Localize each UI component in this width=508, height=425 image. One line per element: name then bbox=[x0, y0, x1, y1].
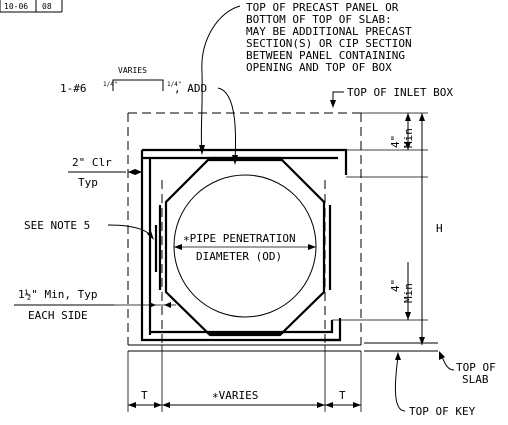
top-of-slab-line-1: TOP OF bbox=[456, 361, 496, 374]
rebar-shape bbox=[112, 79, 164, 91]
top-of-slab-line-2: SLAB bbox=[462, 373, 489, 386]
see-note-label: SEE NOTE 5 bbox=[24, 219, 90, 232]
top-of-inlet-box-note: TOP OF INLET BOX bbox=[330, 86, 453, 108]
dim-top-min-value: 4" bbox=[389, 135, 402, 148]
clear-note-line-2: Typ bbox=[78, 176, 98, 189]
dim-bottom-right: T bbox=[339, 389, 346, 402]
rebar-dim-right: 1/4" bbox=[167, 81, 181, 88]
top-note-line-1: TOP OF PRECAST PANEL OR bbox=[246, 1, 399, 14]
dim-top-min-label: Min bbox=[402, 128, 415, 148]
min-note-line-2: EACH SIDE bbox=[28, 309, 88, 322]
min-note-line-1: 1½" Min, Typ bbox=[18, 288, 97, 301]
clear-note: 2" Clr Typ bbox=[68, 156, 142, 189]
pipe-label-line-2: DIAMETER (OD) bbox=[196, 250, 282, 263]
top-of-key-label: TOP OF KEY bbox=[409, 405, 476, 418]
dim-bottom-left: T bbox=[141, 389, 148, 402]
min-note: 1½" Min, Typ EACH SIDE bbox=[14, 288, 176, 322]
dim-bot-min-label: Min bbox=[402, 283, 415, 303]
inlet-box-outline bbox=[127, 112, 362, 345]
top-of-slab-note: TOP OF SLAB bbox=[439, 351, 496, 386]
top-note-line-6: OPENING AND TOP OF BOX bbox=[246, 61, 392, 74]
right-dimensions: 4" Min H 4" Min bbox=[332, 112, 443, 345]
dim-bot-min-value: 4" bbox=[389, 279, 402, 292]
top-note-line-5: BETWEEN PANEL CONTAINING bbox=[246, 49, 405, 62]
clear-note-line-1: 2" Clr bbox=[72, 156, 112, 169]
rebar-leader bbox=[217, 87, 237, 163]
dim-bottom-middle: ∗VARIES bbox=[212, 389, 258, 402]
rebar-suffix: , ADD bbox=[174, 82, 207, 95]
top-note-leader bbox=[200, 5, 241, 153]
slab-lines bbox=[128, 342, 438, 352]
rebar-frame bbox=[140, 148, 348, 342]
table-cell-a: 10-06 bbox=[4, 2, 28, 11]
bottom-dimensions: T ∗VARIES T bbox=[127, 345, 362, 412]
top-note: TOP OF PRECAST PANEL OR BOTTOM OF TOP OF… bbox=[199, 1, 412, 155]
rebar-varies: VARIES bbox=[118, 66, 147, 75]
dim-height-label: H bbox=[436, 222, 443, 235]
rebar-dim-left: 1/4" bbox=[103, 81, 117, 88]
top-of-inlet-box-label: TOP OF INLET BOX bbox=[347, 86, 453, 99]
pipe-label-line-1: ∗PIPE PENETRATION bbox=[183, 232, 296, 245]
pipe-penetration-circle bbox=[173, 174, 317, 318]
octagon-opening bbox=[154, 156, 332, 337]
pipe-diameter-dimension: ∗PIPE PENETRATION DIAMETER (OD) bbox=[174, 232, 316, 263]
top-note-line-4: SECTION(S) OR CIP SECTION bbox=[246, 37, 412, 50]
top-of-key-note: TOP OF KEY bbox=[394, 352, 476, 418]
rebar-prefix: 1-#6 bbox=[60, 82, 87, 95]
top-note-line-2: BOTTOM OF TOP OF SLAB: bbox=[246, 13, 392, 26]
top-note-line-3: MAY BE ADDITIONAL PRECAST bbox=[246, 25, 412, 38]
corner-table: 10-06 08 bbox=[0, 0, 63, 13]
rebar-note: 1-#6 1/4" VARIES 1/4" , ADD bbox=[60, 66, 238, 165]
table-cell-b: 08 bbox=[42, 2, 52, 11]
see-note: SEE NOTE 5 bbox=[24, 219, 154, 240]
